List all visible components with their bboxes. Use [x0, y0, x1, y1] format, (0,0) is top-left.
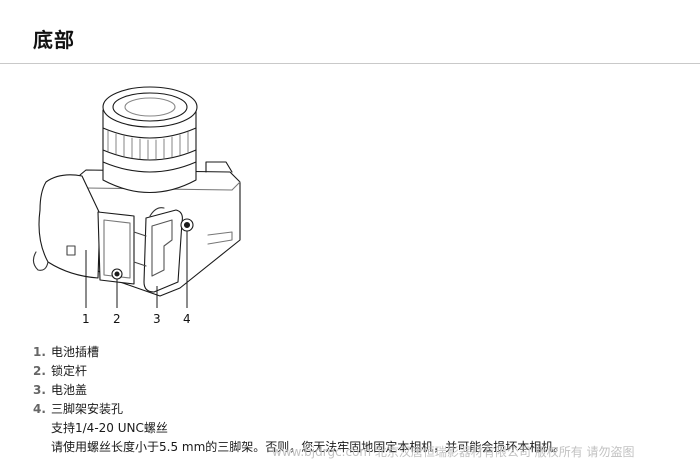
- list-item: 2. 锁定杆: [33, 362, 693, 381]
- battery-slot: [97, 211, 135, 285]
- watermark: www.bjdrgc.com 北京汉唐恒瑞影器材有限公司 版权所有 请勿盗图: [272, 445, 635, 459]
- list-item: 1. 电池插槽: [33, 343, 693, 362]
- parts-list: 1. 电池插槽 2. 锁定杆 3. 电池盖 4. 三脚架安装孔 支持1/4-20…: [33, 343, 693, 457]
- battery-cover: [143, 209, 183, 293]
- callout-3: 3: [153, 312, 161, 326]
- item-number: 1.: [33, 345, 46, 359]
- tripod-screw-warning: 请使用螺丝长度小于5.5 mm的三脚架。否则，您无法牢固地固定本相机，并可能会损…: [51, 440, 566, 454]
- title-divider: [0, 63, 700, 64]
- item-number: 4.: [33, 402, 46, 416]
- item-label-battery-cover: 电池盖: [51, 383, 88, 397]
- callout-2: 2: [113, 312, 121, 326]
- item-number: 3.: [33, 383, 46, 397]
- callout-4: 4: [183, 312, 191, 326]
- page-title: 底部: [33, 28, 75, 52]
- tripod-screw-note: 支持1/4-20 UNC螺丝: [51, 421, 168, 435]
- item-number: 2.: [33, 364, 46, 378]
- item-label-battery-slot: 电池插槽: [51, 345, 100, 359]
- callout-1: 1: [82, 312, 90, 326]
- list-item: 4. 三脚架安装孔: [33, 400, 693, 419]
- lens-barrel: [102, 109, 197, 193]
- list-item: 3. 电池盖: [33, 381, 693, 400]
- lens-front: [102, 86, 198, 128]
- item-label-lock-lever: 锁定杆: [51, 364, 88, 378]
- item-label-tripod-socket: 三脚架安装孔: [51, 402, 124, 416]
- camera-bottom-illustration: 1 2 3 4: [32, 86, 241, 326]
